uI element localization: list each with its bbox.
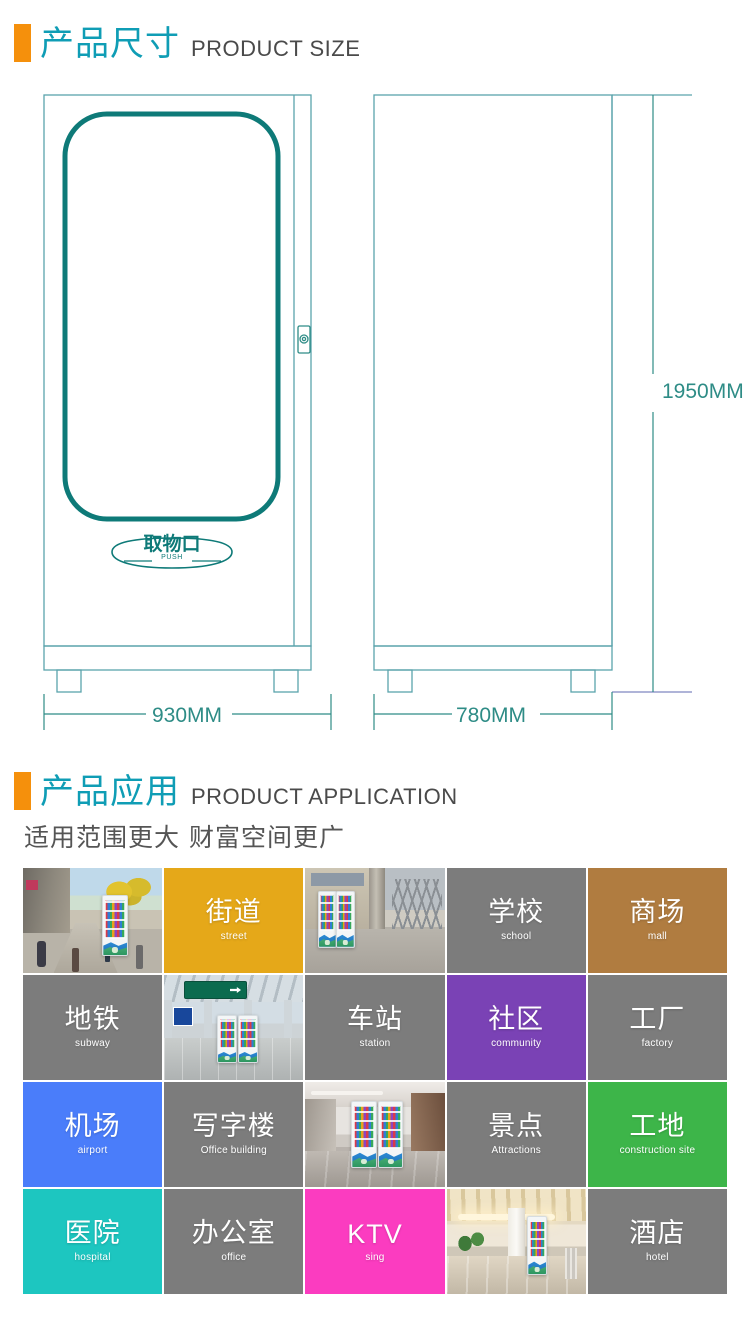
scenario-label-en: factory [641,1038,674,1049]
dimension-side-depth [373,692,613,730]
scenario-label-cn: 商场 [629,897,686,928]
scenario-label-cn: 景点 [488,1111,545,1142]
scenario-tile: 商场 mall [587,868,727,973]
dimension-front-width-label: 930MM [152,704,222,727]
scenario-tile: KTV sing [305,1189,445,1294]
scenario-label-en: hotel [646,1252,669,1263]
dimension-side-depth-label: 780MM [456,704,526,727]
scenario-tile: 医院 hospital [23,1189,163,1294]
scenario-label-cn: 地铁 [64,1004,121,1035]
scenario-label-en: airport [77,1145,108,1156]
scenario-label-en: school [501,931,532,942]
scenario-tile: 机场 airport [23,1082,163,1187]
scenario-label-cn: 办公室 [191,1218,276,1249]
scenario-tile: 地铁 subway [23,975,163,1080]
scenario-label-cn: 酒店 [629,1218,686,1249]
scenario-tile: 工地 construction site [587,1082,727,1187]
scenario-label-cn: 写字楼 [191,1111,276,1142]
scenario-label-en: office [221,1252,247,1263]
scenario-label-en: station [359,1038,391,1049]
scenario-tile [305,1082,445,1187]
section-subtitle: 适用范围更大 财富空间更广 [24,823,345,852]
scenario-tile: 车站 station [305,975,445,1080]
scenario-label-cn: 学校 [488,897,545,928]
scenario-tile [23,868,163,973]
section-title-en: PRODUCT APPLICATION [191,784,458,809]
dimension-front-width [43,694,332,730]
pickup-port-label-cn: 取物口 [143,533,201,555]
section-title-cn: 产品应用 [40,772,180,812]
section-heading-product-size: 产品尺寸 PRODUCT SIZE [14,24,360,62]
scenario-label-en: hospital [74,1252,111,1263]
pickup-port-label-en: PUSH [161,554,183,561]
pickup-port-badge [111,537,233,569]
scenario-photo-school [305,868,445,973]
scenario-label-cn: KTV [347,1219,403,1249]
scenario-label-en: Attractions [491,1145,541,1156]
scenario-label-en: construction site [619,1145,696,1156]
scenario-label-cn: 医院 [64,1218,121,1249]
scenario-label-cn: 工地 [629,1111,686,1142]
scenario-tile: 酒店 hotel [587,1189,727,1294]
scenario-label-cn: 街道 [205,897,262,928]
scenario-tile: 景点 Attractions [446,1082,586,1187]
scenario-label-en: Office building [200,1145,267,1156]
accent-bar-icon [14,24,31,62]
section-title-en: PRODUCT SIZE [191,36,361,61]
scenario-photo-lobby [305,1082,445,1187]
scenario-label-en: street [220,931,247,942]
scenario-label-en: mall [647,931,667,942]
scenario-label-en: community [491,1038,542,1049]
scenario-tile: 办公室 office [164,1189,304,1294]
scenario-label-en: subway [75,1038,111,1049]
scenario-label-cn: 社区 [488,1004,545,1035]
scenario-photo-subway [164,975,304,1080]
scenario-photo-street [23,868,163,973]
scenario-tile: 社区 community [446,975,586,1080]
product-dimension-drawing: 1950MM 930MM 780MM 取物口 PUSH [0,86,750,746]
scenario-label-cn: 车站 [346,1004,403,1035]
scenario-tile: 街道 street [164,868,304,973]
scenario-label-cn: 机场 [64,1111,121,1142]
accent-bar-icon [14,772,31,810]
scenario-tile [305,868,445,973]
scenario-label-cn: 工厂 [629,1004,686,1035]
scenario-tile [446,1189,586,1294]
scenario-label-en: sing [365,1252,385,1263]
scenario-tile: 工厂 factory [587,975,727,1080]
front-display-outline [62,111,281,522]
dimension-height-label: 1950MM [662,380,744,403]
section-title-cn: 产品尺寸 [40,24,180,64]
section-heading-product-application: 产品应用 PRODUCT APPLICATION [14,772,458,810]
scenario-tile [164,975,304,1080]
application-scenario-grid: 街道 street 学校 school 商场 mall 地铁 subway 车站 statio… [23,868,727,1294]
scenario-tile: 写字楼 Office building [164,1082,304,1187]
scenario-photo-hotel [446,1189,586,1294]
scenario-tile: 学校 school [446,868,586,973]
